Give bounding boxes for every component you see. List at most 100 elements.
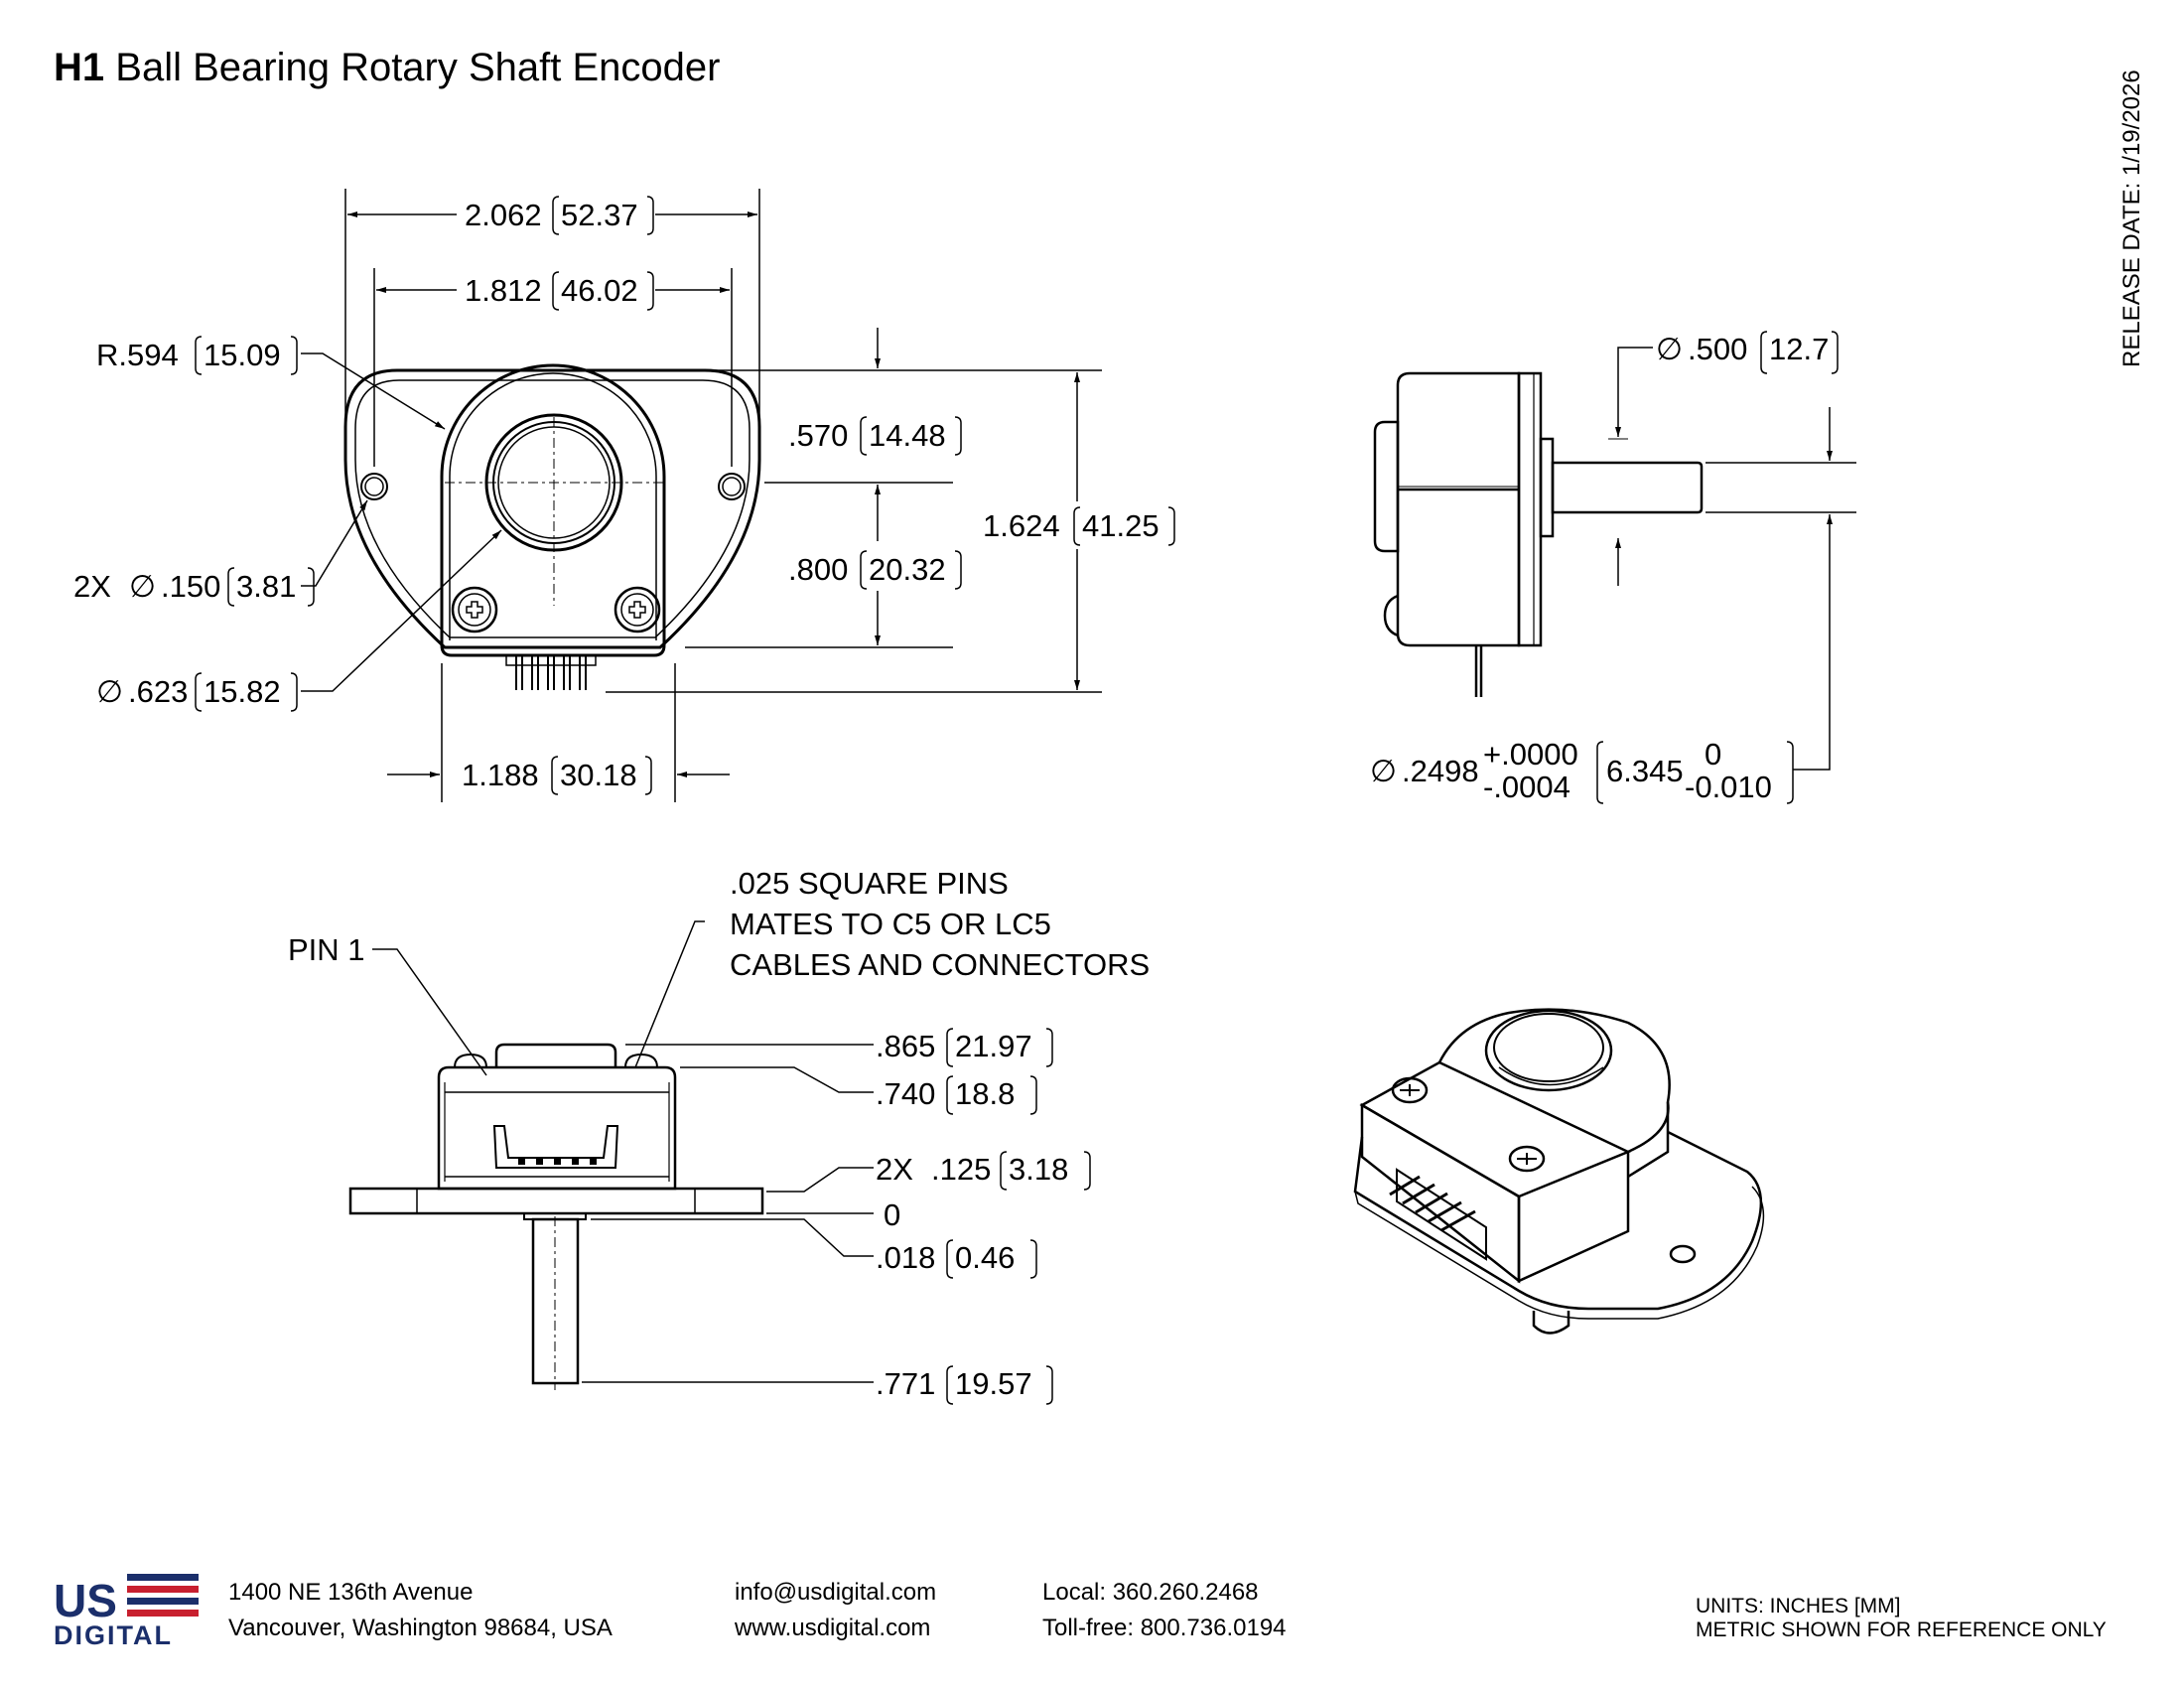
dim-overall-height-mm: 41.25 <box>1082 508 1160 543</box>
dim-hub-mm: 12.7 <box>1769 332 1829 366</box>
front-brackets <box>195 196 1175 795</box>
units-line-2: METRIC SHOWN FOR REFERENCE ONLY <box>1696 1618 2107 1641</box>
logo-text-digital: DIGITAL <box>54 1620 173 1650</box>
dim-center-to-bottom-in: .800 <box>788 552 848 587</box>
address-line-2: Vancouver, Washington 98684, USA <box>228 1615 613 1641</box>
footer-contact-web: info@usdigital.com www.usdigital.com <box>735 1575 936 1646</box>
side-flange <box>1517 371 1543 647</box>
diameter-symbol: ∅ <box>1656 332 1683 366</box>
dim-shaft-tol-plus: +.0000 <box>1483 737 1578 772</box>
front-dimensions <box>301 189 1102 802</box>
dim-holes-prefix: 2X <box>73 569 111 604</box>
dim-shaft-mm: 6.345 <box>1606 754 1684 788</box>
dim-total-height-mm: 21.97 <box>955 1029 1032 1063</box>
dim-body-height-mm: 18.8 <box>955 1076 1015 1111</box>
dim-total-height-in: .865 <box>876 1029 935 1063</box>
dim-body-width-in: 1.188 <box>462 758 539 792</box>
screw-left <box>451 586 498 633</box>
dim-hole-spacing-in: 1.812 <box>465 273 542 308</box>
dim-body-height-in: .740 <box>876 1076 935 1111</box>
dim-flange-prefix: 2X <box>876 1152 913 1187</box>
diameter-symbol: ∅ <box>1370 754 1397 788</box>
dim-holes-in: .150 <box>161 569 220 604</box>
bottom-body <box>437 1065 677 1191</box>
pins-note-line-2: MATES TO C5 OR LC5 <box>730 907 1051 941</box>
dim-overall-width-in: 2.062 <box>465 198 542 232</box>
footer-local-phone: Local: 360.260.2468 <box>1042 1579 1259 1606</box>
screw-right <box>614 586 661 633</box>
dim-radius-mm: 15.09 <box>204 338 281 372</box>
diameter-symbol: ∅ <box>129 569 156 604</box>
dim-center-to-bottom-mm: 20.32 <box>869 552 946 587</box>
dim-overall-height-in: 1.624 <box>983 508 1060 543</box>
bottom-labels: PIN 1 .025 SQUARE PINS MATES TO C5 OR LC… <box>288 866 1150 1401</box>
dim-overall-width-mm: 52.37 <box>561 198 638 232</box>
dim-bore-in: .623 <box>128 674 188 709</box>
dim-shaft-mm-tol-minus: -0.010 <box>1685 770 1772 804</box>
side-dimensions <box>1608 347 1856 771</box>
diameter-symbol: ∅ <box>96 674 123 709</box>
front-pins <box>505 654 597 690</box>
front-body <box>440 363 666 657</box>
us-digital-logo: US DIGITAL <box>54 1574 199 1650</box>
dim-hub-in: .500 <box>1688 332 1747 366</box>
pin1-label: PIN 1 <box>288 932 365 967</box>
front-view <box>343 363 761 690</box>
dim-zero: 0 <box>884 1197 900 1232</box>
logo-stripe <box>127 1586 199 1593</box>
front-labels: 2.062 52.37 1.812 46.02 R.594 15.09 .570… <box>73 198 1160 792</box>
logo-text-us: US <box>54 1575 117 1626</box>
units-note: UNITS: INCHES [MM] METRIC SHOWN FOR REFE… <box>1696 1595 2107 1642</box>
mounting-hole-left <box>360 473 388 500</box>
address-line-1: 1400 NE 136th Avenue <box>228 1579 474 1606</box>
dim-bore-mm: 15.82 <box>204 674 281 709</box>
page-title: H1 Ball Bearing Rotary Shaft Encoder <box>54 46 720 90</box>
footer-phone: Local: 360.260.2468 Toll-free: 800.736.0… <box>1042 1575 1287 1646</box>
bottom-dimensions <box>372 920 874 1383</box>
footer-tollfree-phone: Toll-free: 800.736.0194 <box>1042 1615 1287 1641</box>
dim-hole-spacing-mm: 46.02 <box>561 273 638 308</box>
logo-stripe <box>127 1574 199 1581</box>
dim-top-to-center-mm: 14.48 <box>869 418 946 453</box>
dim-shaft-in: .2498 <box>1402 754 1479 788</box>
bottom-view <box>348 1043 764 1390</box>
title-model: H1 <box>54 46 105 89</box>
bottom-brackets <box>946 1028 1091 1405</box>
side-view <box>1373 371 1704 697</box>
side-labels: ∅ .500 12.7 ∅ .2498 +.0000 -.0004 6.345 … <box>1370 332 1829 804</box>
front-flange-outline <box>343 368 761 649</box>
dim-holes-mm: 3.81 <box>236 569 296 604</box>
side-brackets <box>1596 331 1839 804</box>
dim-offset-mm: 0.46 <box>955 1240 1015 1275</box>
dim-radius-in: R.594 <box>96 338 179 372</box>
footer-website[interactable]: www.usdigital.com <box>735 1615 931 1641</box>
footer-email[interactable]: info@usdigital.com <box>735 1579 937 1606</box>
dim-shaft-len-in: .771 <box>876 1366 935 1401</box>
pins-note-line-1: .025 SQUARE PINS <box>730 866 1009 901</box>
bottom-flange <box>348 1187 764 1215</box>
iso-hub <box>1484 1009 1613 1092</box>
side-shaft <box>1551 461 1704 514</box>
bottom-connector <box>492 1125 619 1169</box>
footer-address: 1400 NE 136th Avenue Vancouver, Washingt… <box>228 1575 613 1646</box>
logo-stripe <box>127 1610 199 1617</box>
dim-shaft-len-mm: 19.57 <box>955 1366 1032 1401</box>
dim-shaft-tol-minus: -.0004 <box>1483 770 1570 804</box>
title-text: Ball Bearing Rotary Shaft Encoder <box>115 46 721 89</box>
side-body <box>1396 371 1521 647</box>
dim-flange-mm: 3.18 <box>1009 1152 1068 1187</box>
pins-note-line-3: CABLES AND CONNECTORS <box>730 947 1150 982</box>
logo-stripe <box>127 1598 199 1605</box>
dim-top-to-center-in: .570 <box>788 418 848 453</box>
iso-flange <box>1353 1130 1763 1311</box>
dim-offset-in: .018 <box>876 1240 935 1275</box>
dim-shaft-mm-tol-plus: 0 <box>1705 737 1721 772</box>
dim-body-width-mm: 30.18 <box>560 758 637 792</box>
isometric-view <box>1353 1008 1765 1335</box>
units-line-1: UNITS: INCHES [MM] <box>1696 1595 1901 1618</box>
dim-flange-in: .125 <box>931 1152 991 1187</box>
iso-body-front <box>1360 1102 1521 1284</box>
mounting-hole-right <box>718 473 746 500</box>
